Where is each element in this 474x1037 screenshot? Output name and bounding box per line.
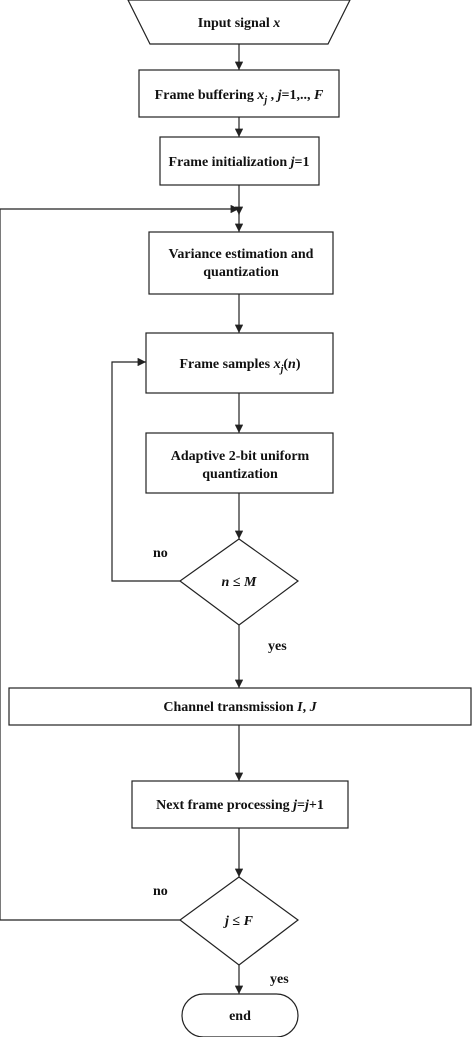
- input-trapezoid: [127, 0, 351, 45]
- end-label: end: [229, 1009, 251, 1024]
- variance-label-line1: Variance estimation and: [169, 247, 314, 262]
- frame-buffering-box: [138, 69, 340, 118]
- channel-label: Channel transmission I, J: [163, 700, 317, 715]
- frame-samples-box: [145, 332, 334, 394]
- edge-label-yes-1: yes: [268, 639, 287, 654]
- buffering-label: Frame buffering xj , j=1,.., F: [155, 88, 324, 106]
- frame-initialization-box: [159, 136, 320, 186]
- next-label: Next frame processing j=j+1: [156, 798, 324, 813]
- loop-back-no-samples: [111, 357, 180, 582]
- channel-transmission-box: [8, 687, 472, 726]
- variance-estimation-box: [148, 231, 334, 295]
- adaptive-label-line2: quantization: [202, 467, 278, 482]
- adaptive-label-line1: Adaptive 2-bit uniform: [171, 449, 310, 464]
- loop-back-no-frames: [0, 204, 239, 921]
- adaptive-quantization-box: [145, 432, 334, 494]
- init-label: Frame initialization j=1: [169, 155, 310, 170]
- edge-label-no-1: no: [153, 546, 168, 561]
- variance-label-line2: quantization: [203, 265, 279, 280]
- decision2-label: j ≤ F: [223, 914, 254, 929]
- decision1-label: n ≤ M: [222, 575, 257, 590]
- end-terminal: [181, 993, 299, 1037]
- samples-label: Frame samples xj(n): [179, 357, 300, 375]
- edge-label-yes-2: yes: [270, 972, 289, 987]
- edge-label-no-2: no: [153, 884, 168, 899]
- next-frame-processing-box: [131, 780, 349, 829]
- input-label: Input signal x: [198, 16, 280, 31]
